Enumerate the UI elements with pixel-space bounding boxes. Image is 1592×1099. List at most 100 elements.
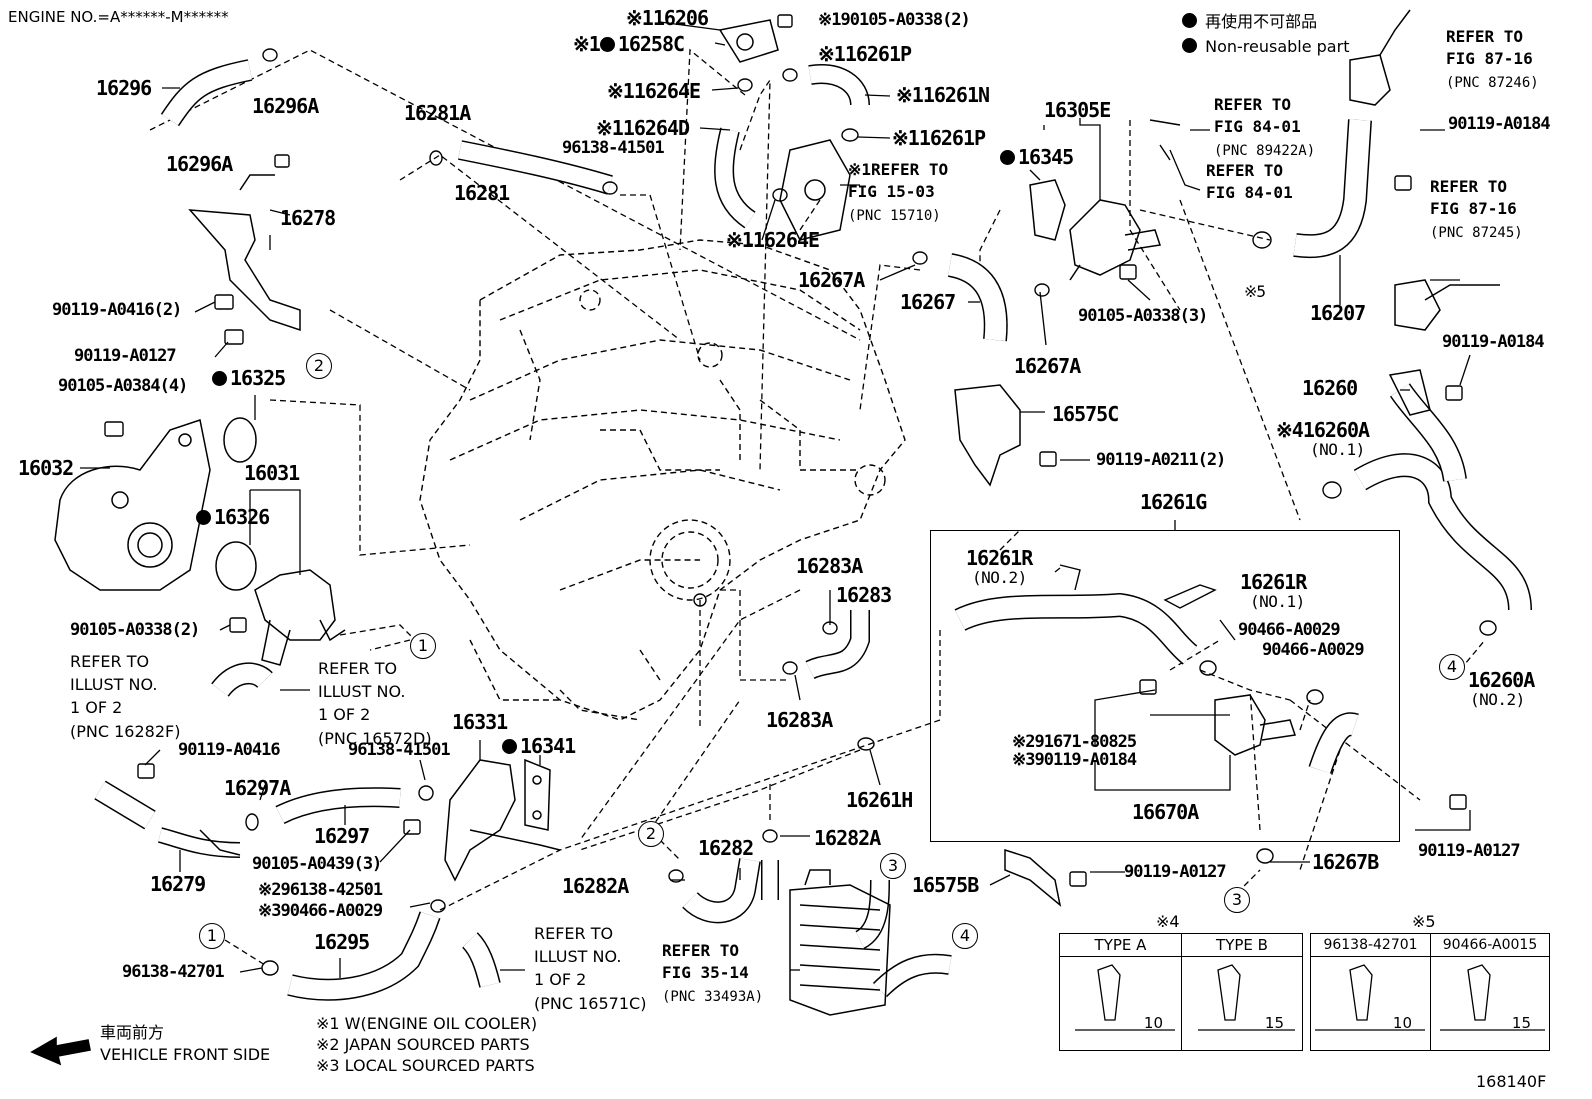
- part-16260A-text: 16260A: [1302, 418, 1370, 442]
- part-16264E-text: 16264E: [633, 79, 701, 103]
- part-16295: 16295: [314, 930, 370, 954]
- part-16282A: 16282A: [562, 874, 629, 898]
- ref-fig-84-01: REFER TO FIG 84-01 (PNC 89422A): [1214, 94, 1315, 161]
- part-16267A: 16267A: [1014, 354, 1081, 378]
- mark-1: ※1: [596, 116, 624, 140]
- part-16261P: ※116261P: [892, 126, 986, 150]
- legend-jp: 再使用不可部品: [1205, 12, 1318, 31]
- mark-1: ※1: [818, 42, 846, 66]
- callout-4: 4: [1439, 654, 1465, 680]
- part-90105-A0384: 90105-A0384(4): [58, 376, 188, 396]
- part-16325-text: 16325: [230, 366, 286, 390]
- dim-label: 15: [1264, 1014, 1284, 1032]
- non-reusable-dot-icon: [196, 510, 211, 525]
- part-16326: 16326: [196, 505, 270, 529]
- ref-fig-87-16-text: REFER TO FIG 87-16: [1446, 27, 1533, 69]
- part-16278: 16278: [280, 206, 336, 230]
- part-90119-A0127: 90119-A0127: [74, 346, 177, 366]
- part-90119-A0127: 90119-A0127: [1418, 841, 1521, 861]
- part-16296A: 16296A: [252, 94, 319, 118]
- vehicle-front-label: 車両前方 VEHICLE FRONT SIDE: [100, 1022, 270, 1065]
- dim-label: 10: [1143, 1014, 1163, 1032]
- part-16260A-no2: 16260A: [1468, 668, 1535, 692]
- ref-fig-15-03: ※1REFER TO FIG 15-03 (PNC 15710): [848, 159, 948, 226]
- part-16264D-text: 16264D: [622, 116, 690, 140]
- part-16031: 16031: [244, 461, 300, 485]
- table-header: TYPE A: [1059, 933, 1182, 957]
- part-16283: 16283: [836, 583, 892, 607]
- part-96138-41501: 96138-41501: [562, 138, 665, 158]
- part-90119-A0184: ※390119-A0184: [1012, 750, 1137, 770]
- part-90466-A0029: ※390466-A0029: [258, 901, 383, 921]
- part-16345: 16345: [1000, 147, 1074, 167]
- part-16267B: 16267B: [1312, 850, 1379, 874]
- part-90105-A0338: ※190105-A0338(2): [818, 10, 971, 30]
- ref-fig-35-14-pnc: (PNC 33493A): [662, 988, 764, 1005]
- part-16261R-no2-sub: (NO.2): [972, 568, 1027, 587]
- clip-type-table: TYPE A TYPE B 10 15: [1059, 933, 1303, 1051]
- part-16261P-text: 16261P: [918, 126, 986, 150]
- mark-2: ※2: [258, 880, 282, 900]
- part-90105-A0439: 90105-A0439(3): [252, 854, 382, 874]
- mark-1: ※1: [818, 10, 842, 30]
- part-16206-text: 16206: [652, 6, 709, 30]
- part-90105-A0338: 90105-A0338(2): [70, 620, 200, 640]
- table-cell: 15: [1430, 956, 1550, 1051]
- part-90105-A0338: 90105-A0338(3): [1078, 306, 1208, 326]
- solid-leaders: [80, 21, 1471, 978]
- engine-number: ENGINE NO.=A******-M******: [8, 8, 229, 26]
- ref-fig-84-01-text: REFER TO FIG 84-01: [1214, 95, 1301, 137]
- mark-4: ※4: [1276, 418, 1304, 442]
- ref-fig-84-01-pnc: (PNC 89422A): [1214, 142, 1316, 159]
- hoses: [94, 59, 1532, 1001]
- callout-3: 3: [880, 853, 906, 879]
- mark-1: ※1: [573, 32, 601, 56]
- ref-illust-16282F: REFER TO ILLUST NO. 1 OF 2 (PNC 16282F): [70, 652, 181, 741]
- part-90466-A0029-text: 90466-A0029: [280, 901, 383, 921]
- part-16296A: 16296A: [166, 152, 233, 176]
- part-16261N: ※116261N: [896, 83, 990, 107]
- engine-block-outline: [419, 239, 906, 721]
- part-96138-41501: 96138-41501: [348, 740, 451, 760]
- part-90119-A0184-text: 90119-A0184: [1034, 750, 1137, 770]
- part-16261G: 16261G: [1140, 490, 1207, 514]
- mark-1: ※1: [848, 160, 872, 179]
- part-16575C: 16575C: [1052, 402, 1119, 426]
- table-header: TYPE B: [1181, 933, 1303, 957]
- table-header: 96138-42701: [1310, 933, 1431, 957]
- callout-1: 1: [410, 633, 436, 659]
- legend: 再使用不可部品 Non-reusable part: [1182, 10, 1349, 60]
- part-16032: 16032: [18, 456, 74, 480]
- part-16261R-no1: 16261R: [1240, 570, 1307, 594]
- front-jp: 車両前方: [100, 1023, 165, 1042]
- part-16281: 16281: [454, 181, 510, 205]
- mark-1: ※1: [892, 126, 920, 150]
- part-16261P-text: 16261P: [844, 42, 912, 66]
- part-16261R-no2: 16261R: [966, 546, 1033, 570]
- table-cell: 10: [1059, 956, 1182, 1051]
- mark-1: ※1: [607, 79, 635, 103]
- ref-fig-87-16: REFER TO FIG 87-16 (PNC 87246): [1446, 26, 1539, 93]
- non-reusable-dot-icon: [502, 739, 517, 754]
- dim-label: 10: [1392, 1014, 1412, 1032]
- non-reusable-dot-icon: [599, 37, 615, 52]
- part-16261H: 16261H: [846, 788, 913, 812]
- footnotes: ※1 W(ENGINE OIL COOLER) ※2 JAPAN SOURCED…: [316, 1013, 537, 1076]
- part-16282: 16282: [698, 836, 754, 860]
- part-16207: 16207: [1310, 301, 1366, 325]
- part-16297A: 16297A: [224, 776, 291, 800]
- part-90119-A0127: 90119-A0127: [1124, 862, 1227, 882]
- part-16326-text: 16326: [214, 505, 270, 529]
- mark-1: ※1: [726, 228, 754, 252]
- ref-illust-16572D: REFER TO ILLUST NO. 1 OF 2 (PNC 16572D): [318, 659, 432, 748]
- part-16264D: ※116264D: [596, 116, 690, 140]
- part-16261N-text: 16261N: [922, 83, 990, 107]
- part-90119-A0211: 90119-A0211(2): [1096, 450, 1226, 470]
- non-reusable-dot-icon: [1182, 37, 1197, 53]
- footnote: ※2 JAPAN SOURCED PARTS: [316, 1035, 530, 1055]
- kit-16261G-box: [930, 530, 1400, 842]
- callout-3: 3: [1224, 887, 1250, 913]
